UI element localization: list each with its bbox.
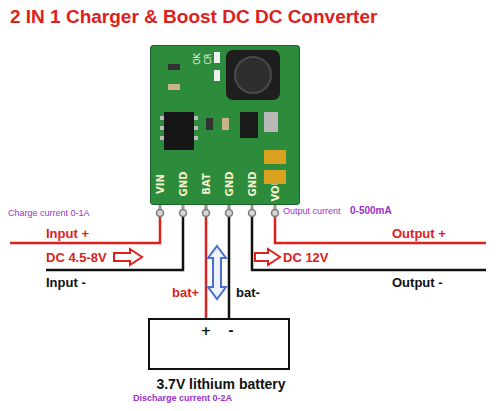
inductor-coil	[235, 57, 271, 93]
current-note: Charge current 0-1A	[8, 209, 90, 218]
battery-wire	[205, 205, 208, 318]
output-direction-arrow	[255, 249, 280, 265]
smd-resistor	[168, 64, 180, 70]
wire-label: bat+	[172, 286, 199, 299]
pin-stubs	[160, 205, 275, 213]
current-note: Output current	[283, 207, 341, 216]
pin-label: VIN	[156, 174, 166, 194]
input-positive-wire	[10, 213, 160, 243]
ic-pin	[194, 116, 198, 120]
current-note: Discharge current 0-2A	[133, 394, 232, 403]
pin-label: GND	[225, 172, 235, 197]
output-negative-wire	[252, 213, 486, 270]
inductor-body	[226, 50, 280, 100]
diagram-title: 2 IN 1 Charger & Boost DC DC Converter	[10, 7, 377, 26]
tantalum-capacitor	[264, 150, 286, 164]
ic-pin	[160, 136, 164, 140]
ic-chip	[164, 112, 194, 150]
voltage-label: DC 12V	[283, 251, 329, 264]
ic-pin	[194, 136, 198, 140]
silkscreen-label: CR	[205, 53, 213, 64]
battery-label: 3.7V lithium battery	[156, 377, 285, 391]
silkscreen-label: OK	[194, 53, 202, 65]
charge-discharge-arrow	[208, 246, 226, 299]
polarity-sign: +	[201, 324, 212, 337]
smd-capacitor	[168, 84, 180, 90]
terminal-label: Output +	[392, 227, 446, 240]
ic-pin	[194, 126, 198, 130]
pin-holes	[157, 210, 279, 217]
smd-resistor	[206, 118, 213, 130]
led	[214, 70, 220, 81]
pin-label: BAT	[202, 173, 212, 194]
smd-capacitor	[222, 118, 229, 130]
terminal-label: Output -	[392, 276, 443, 289]
tantalum-capacitor	[264, 170, 286, 184]
mosfet	[240, 112, 258, 138]
pin-hole	[272, 210, 279, 217]
pin-hole	[157, 210, 164, 217]
diode	[264, 112, 278, 132]
input-direction-arrow	[114, 249, 142, 265]
wire-label: bat-	[236, 286, 260, 299]
ic-pin	[160, 116, 164, 120]
current-value: 0-500mA	[350, 206, 392, 216]
polarity-sign: -	[228, 324, 233, 337]
output-positive-wire	[275, 213, 486, 243]
voltage-label: DC 4.5-8V	[46, 251, 107, 264]
pin-hole	[249, 210, 256, 217]
pin-hole	[226, 210, 233, 217]
pin-hole	[203, 210, 210, 217]
input-negative-wire	[46, 213, 183, 270]
pin-label: GND	[248, 172, 258, 197]
ic-pin	[160, 126, 164, 130]
pin-hole	[180, 210, 187, 217]
terminal-label: Input -	[46, 276, 86, 289]
led	[214, 52, 220, 63]
battery-box: +-3.7V lithium battery	[148, 318, 290, 370]
pin-label: GND	[179, 172, 189, 197]
terminal-label: Input +	[46, 227, 89, 240]
battery-wire	[228, 205, 231, 318]
